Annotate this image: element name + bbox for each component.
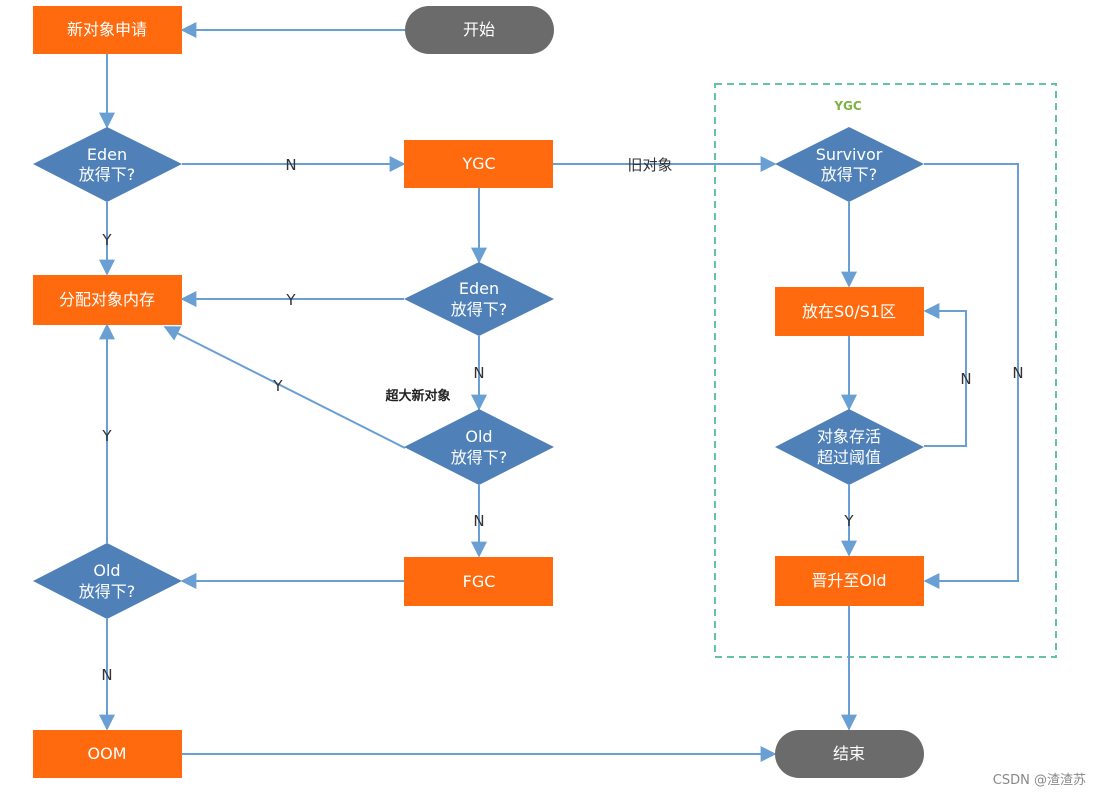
end-node: 结束 (775, 730, 924, 778)
edge-survivor-to-promote (923, 163, 1019, 589)
label-threshold-no: N (960, 370, 971, 388)
svg-text:放得下?: 放得下? (79, 582, 136, 601)
svg-text:超过阈值: 超过阈值 (817, 448, 881, 467)
svg-text:对象存活: 对象存活 (817, 427, 881, 446)
svg-text:放得下?: 放得下? (451, 448, 508, 467)
svg-text:FGC: FGC (463, 572, 496, 591)
svg-text:分配对象内存: 分配对象内存 (59, 290, 155, 309)
old-fit-decision-1: Old 放得下? (404, 409, 554, 485)
svg-text:Old: Old (93, 561, 120, 580)
svg-text:新对象申请: 新对象申请 (67, 20, 147, 39)
label-old2-no: N (101, 666, 112, 684)
svg-text:放得下?: 放得下? (821, 165, 878, 184)
label-eden2-no: N (473, 364, 484, 382)
start-node: 开始 (405, 6, 554, 54)
svg-text:放得下?: 放得下? (79, 165, 136, 184)
svg-text:放得下?: 放得下? (451, 300, 508, 319)
age-threshold-decision: 对象存活 超过阈值 (775, 409, 924, 485)
svg-text:YGC: YGC (461, 154, 495, 173)
svg-text:Survivor: Survivor (816, 145, 883, 164)
label-old1-no: N (473, 512, 484, 530)
label-eden1-no: N (285, 156, 296, 174)
svg-text:放在S0/S1区: 放在S0/S1区 (802, 302, 896, 321)
svg-text:Old: Old (465, 427, 492, 446)
svg-text:开始: 开始 (463, 20, 495, 39)
fgc-node: FGC (404, 557, 553, 606)
oom-node: OOM (33, 730, 182, 778)
ygc-node: YGC (404, 140, 553, 188)
svg-text:晋升至Old: 晋升至Old (811, 571, 886, 590)
label-huge-object: 超大新对象 (385, 388, 450, 404)
old-fit-decision-2: Old 放得下? (33, 543, 182, 619)
ygc-group-label: YGC (833, 99, 862, 113)
svg-text:结束: 结束 (833, 744, 865, 763)
label-eden1-yes: Y (101, 231, 112, 249)
svg-text:Eden: Eden (87, 145, 127, 164)
label-old-objects: 旧对象 (627, 156, 672, 174)
label-old1-yes: Y (272, 377, 283, 395)
svg-text:OOM: OOM (88, 744, 127, 763)
survivor-fit-decision: Survivor 放得下? (775, 127, 924, 202)
eden-fit-decision-2: Eden 放得下? (404, 262, 554, 336)
edge-threshold-loop-to-s0s1 (923, 303, 967, 447)
promote-to-old-node: 晋升至Old (775, 556, 924, 606)
edge-old1-to-allocate (163, 326, 406, 449)
label-old2-yes: Y (101, 427, 112, 445)
svg-text:Eden: Eden (459, 279, 499, 298)
new-object-request-node: 新对象申请 (33, 6, 182, 54)
eden-fit-decision-1: Eden 放得下? (33, 127, 182, 202)
label-survivor-no: N (1012, 364, 1023, 382)
label-threshold-yes: Y (843, 512, 854, 530)
ygc-group-frame (714, 83, 1057, 658)
allocate-memory-node: 分配对象内存 (33, 275, 182, 325)
label-eden2-yes: Y (285, 291, 296, 309)
watermark: CSDN @渣渣苏 (993, 772, 1086, 788)
put-in-s0-s1-node: 放在S0/S1区 (775, 287, 924, 336)
